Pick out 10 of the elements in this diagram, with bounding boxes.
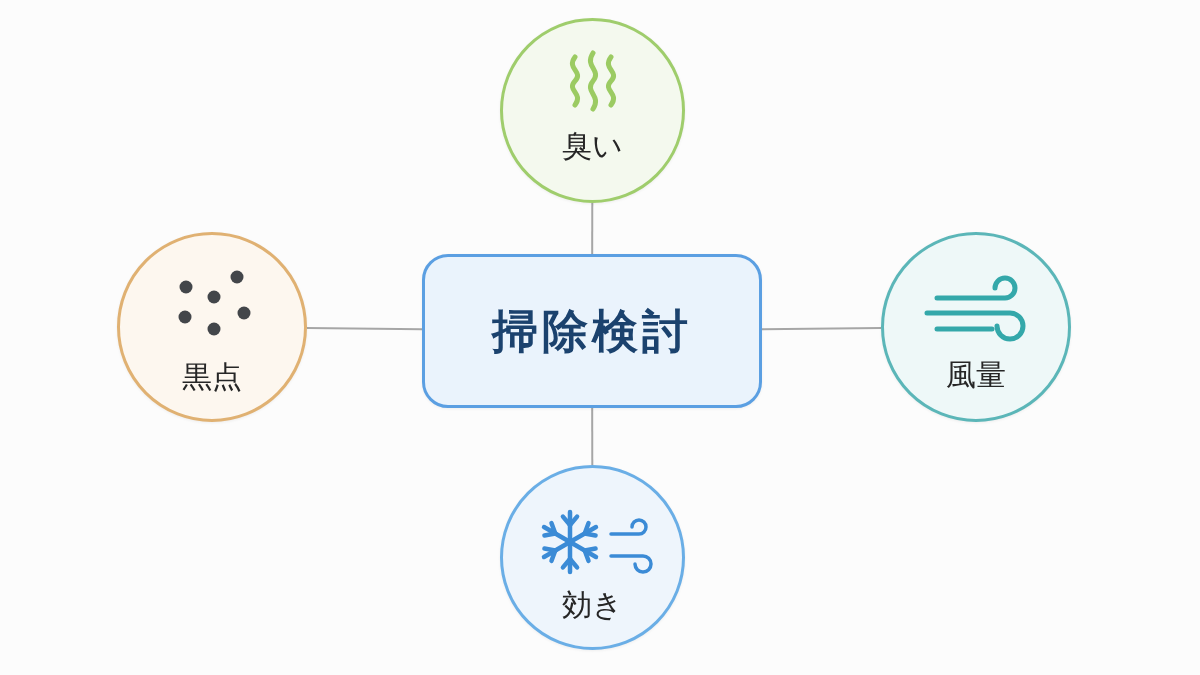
topic-label: 臭い	[562, 128, 623, 164]
connector-line	[761, 327, 882, 331]
topic-label: 風量	[946, 357, 1006, 393]
central-topic-box	[422, 254, 762, 408]
connector-line	[591, 202, 594, 255]
connector-line	[306, 327, 423, 331]
central-topic-label: 掃除検討	[492, 304, 692, 359]
topic-label: 効き	[562, 587, 623, 623]
connector-line	[591, 407, 594, 466]
topic-label: 黒点	[182, 359, 242, 395]
